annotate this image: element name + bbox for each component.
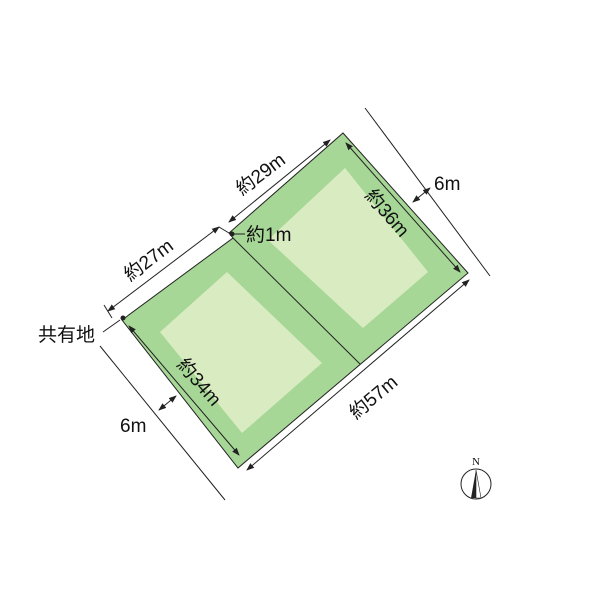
offset-point [229, 231, 235, 237]
dim-36m [345, 142, 461, 273]
left-top-length-label: 約27m [120, 235, 178, 286]
dim-tick [218, 226, 230, 234]
right-road-width-label: 6m [434, 174, 460, 195]
dim-34m [128, 325, 240, 456]
north-arrow-icon: N [460, 456, 492, 500]
lot-area [121, 132, 469, 469]
shared-land-label: 共有地 [38, 324, 95, 346]
shared-land-point [120, 315, 126, 321]
dim-left-road [158, 395, 177, 411]
dim-29m [228, 139, 331, 223]
shared-land-leader [102, 319, 121, 333]
dim-tick [103, 304, 113, 319]
offset-label: 約1m [246, 224, 291, 246]
dim-57m [246, 279, 470, 471]
dim-right-road [412, 187, 431, 203]
dim-27m [107, 226, 220, 312]
svg-text:N: N [472, 456, 480, 468]
left-road-width-label: 6m [120, 416, 146, 437]
